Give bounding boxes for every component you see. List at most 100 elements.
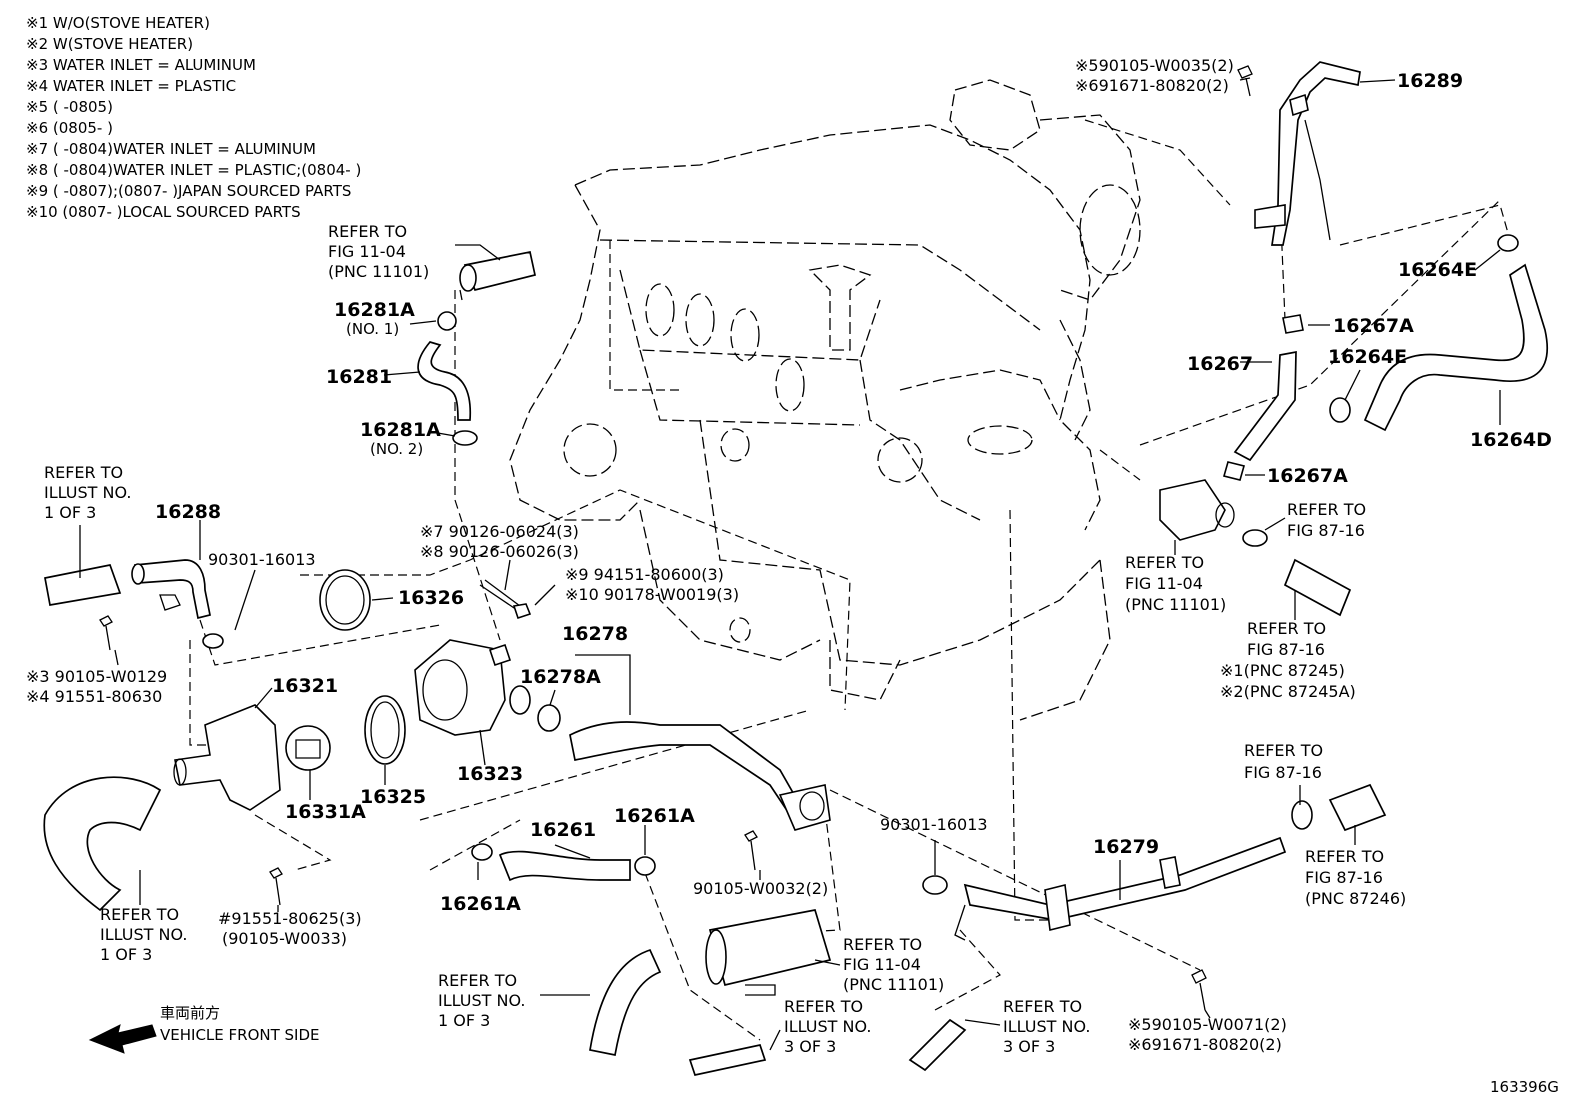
note-4: ※4 WATER INLET = PLASTIC [26,77,236,95]
label-91551-80630: ※4 91551-80630 [26,687,162,706]
ref-pnc-87246-line1: REFER TO [1305,847,1384,866]
ref-illust-3of3-a-line3: 3 OF 3 [784,1037,836,1056]
water-outlet-pipe-right [1159,479,1226,541]
clamp-16267A-bottom [1223,461,1245,481]
thermostat-16331A [285,725,331,771]
hose-3of3-a [688,1044,767,1076]
ref-illust-3of3-b-line3: 3 OF 3 [1003,1037,1055,1056]
note-5: ※5 ( -0805) [26,98,113,116]
ref-pnc-87245-line2: FIG 87-16 [1247,640,1325,659]
note-3: ※3 WATER INLET = ALUMINUM [26,56,256,74]
notes-legend: ※1 W/O(STOVE HEATER) ※2 W(STOVE HEATER) … [26,14,361,221]
ref-fig-11-04-bottom-line2: FIG 11-04 [843,955,921,974]
label-16279: 16279 [1093,836,1159,858]
o-ring-90301-a [202,633,224,649]
ref-pnc-87245-line3: ※1(PNC 87245) [1220,661,1345,680]
label-90105-w0032: 90105-W0032(2) [693,879,828,898]
label-16267A-bottom: 16267A [1267,465,1348,487]
ref-pnc-87245-line1: REFER TO [1247,619,1326,638]
labels: REFER TO FIG 11-04 (PNC 11101) 16281A (N… [26,56,1559,1096]
ref-illust-bc-line1: REFER TO [438,971,517,990]
label-691671-80820-a: ※691671-80820(2) [1075,76,1229,95]
ref-fig-11-04-top-line1: REFER TO [328,222,407,241]
label-16278: 16278 [562,623,628,645]
label-590105-w0035: ※590105-W0035(2) [1075,56,1234,75]
label-16325: 16325 [360,786,426,808]
hose-87245 [1283,558,1352,617]
gasket-16326 [319,569,371,631]
label-16264E-top: 16264E [1398,259,1477,281]
guide-lines [189,119,1511,1041]
ref-fig-11-04-right-line3: (PNC 11101) [1125,595,1226,614]
ref-illust-3of3-b-line2: ILLUST NO. [1003,1017,1090,1036]
note-1: ※1 W/O(STOVE HEATER) [26,14,210,32]
hose-16281 [417,341,472,421]
vehicle-front-en: VEHICLE FRONT SIDE [160,1026,320,1044]
label-90301-16013-a: 90301-16013 [208,550,316,569]
ref-fig-11-04-bottom-line3: (PNC 11101) [843,975,944,994]
label-16264D: 16264D [1470,429,1552,451]
label-16321: 16321 [272,675,338,697]
label-90178-w0019: ※10 90178-W0019(3) [565,585,739,604]
clamp-16261A-right [634,856,656,876]
bolt-90105-w0129 [99,615,113,651]
ref-fig-11-04-right-line1: REFER TO [1125,553,1204,572]
ref-fig-11-04-bottom-line1: REFER TO [843,935,922,954]
label-16261A-bottom: 16261A [440,893,521,915]
label-16288: 16288 [155,501,221,523]
bolt-590105-w0071 [1191,969,1207,1011]
engine-block-outline [509,79,1141,721]
label-90105-w0033: (90105-W0033) [222,929,347,948]
label-90126-06026: ※8 90126-06026(3) [420,542,579,561]
label-16261: 16261 [530,819,596,841]
label-90105-w0129: ※3 90105-W0129 [26,667,167,686]
ref-illust-bc-line2: ILLUST NO. [438,991,525,1010]
hose-3of3-b [908,1018,967,1072]
ref-pnc-87246-line2: FIG 87-16 [1305,868,1383,887]
ref-illust-left-line2: ILLUST NO. [44,483,131,502]
ref-illust-bl-line1: REFER TO [100,905,179,924]
label-16281A-no2: 16281A [360,419,441,441]
ref-fig-11-04-right-line2: FIG 11-04 [1125,574,1203,593]
ref-illust-bl-line3: 1 OF 3 [100,945,152,964]
pipe-11101-bottom [708,909,832,987]
ref-pnc-87246-line3: (PNC 87246) [1305,889,1406,908]
hose-16261 [498,850,631,882]
label-16264E-mid: 16264E [1328,346,1407,368]
ref-fig-11-04-top-line3: (PNC 11101) [328,262,429,281]
ref-illust-bl-line2: ILLUST NO. [100,925,187,944]
pipe-16278 [569,721,802,817]
bolt-590105-w0035 [1237,65,1253,97]
label-94151-80600: ※9 94151-80600(3) [565,565,724,584]
label-590105-w0071: ※590105-W0071(2) [1128,1015,1287,1034]
bolt-91551 [269,867,283,906]
radiator-hose-left [44,564,122,606]
note-7: ※7 ( -0804)WATER INLET = ALUMINUM [26,140,316,158]
pipe-16279 [963,836,1287,921]
note-8: ※8 ( -0804)WATER INLET = PLASTIC;(0804- … [26,161,361,179]
label-16281A-no2-sub: (NO. 2) [370,440,423,458]
figure-id: 163396G [1490,1078,1559,1096]
label-16323: 16323 [457,763,523,785]
label-16289: 16289 [1397,70,1463,92]
vehicle-front-arrow-icon [88,1024,157,1054]
label-16281A-no1: 16281A [334,299,415,321]
leader-lines [79,77,1501,1051]
hose-16267 [1233,350,1297,462]
ref-fig-87-16-right-line2: FIG 87-16 [1287,521,1365,540]
water-outlet-16323 [414,639,506,736]
clamp-16264E-mid [1329,397,1351,423]
ref-illust-bc-line3: 1 OF 3 [438,1011,490,1030]
ref-fig-11-04-top-line2: FIG 11-04 [328,242,406,261]
hose-bottom-center [589,948,662,1057]
clamp-87-16-br [1291,800,1313,830]
label-16281: 16281 [326,366,392,388]
vehicle-front-jp: 車両前方 [160,1004,220,1022]
clamp-87-16-right [1242,529,1268,547]
hose-16264D [1363,263,1548,432]
label-90126-06024: ※7 90126-06024(3) [420,522,579,541]
ref-fig-87-16-right-line1: REFER TO [1287,500,1366,519]
gasket-16325 [364,695,406,765]
